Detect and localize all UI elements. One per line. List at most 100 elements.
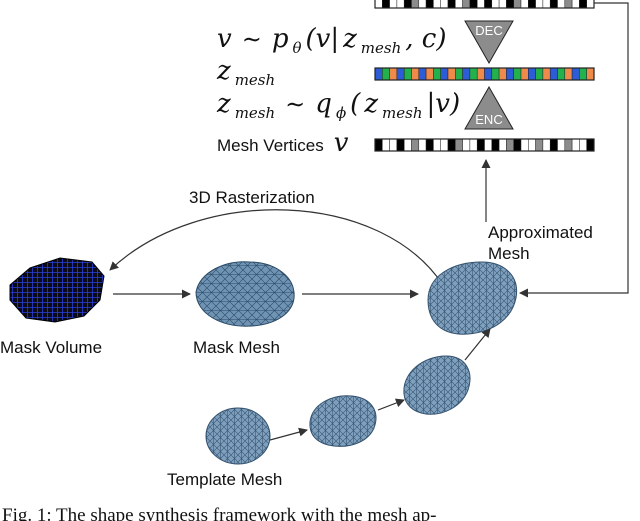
vertex-bar-cell xyxy=(433,138,441,152)
top-bar-cell xyxy=(403,0,412,9)
vertex-bar-cell xyxy=(520,138,529,152)
top-bar-frame xyxy=(374,0,595,9)
latent-bar-cell xyxy=(403,67,412,81)
latent-bar-cell xyxy=(586,67,595,81)
vertex-bar-cell xyxy=(455,138,463,152)
latent-bar-cell xyxy=(491,67,500,81)
latent-bar-cell xyxy=(506,67,514,81)
vertex-bar-cell xyxy=(440,138,449,152)
template-mesh-icon xyxy=(205,407,271,465)
top-bar-cell xyxy=(579,0,587,9)
latent-bar-cell xyxy=(389,67,398,81)
vertex-bar-cell xyxy=(586,138,595,152)
latent-bar-cell xyxy=(462,67,471,81)
deform-arrow-1 xyxy=(269,427,308,441)
dec-label: DEC xyxy=(475,23,502,38)
latent-bar-cell xyxy=(418,67,427,81)
vertex-bar-cell xyxy=(491,138,500,152)
latent-bar-cell xyxy=(440,67,449,81)
enc-label: ENC xyxy=(475,112,502,127)
top-bar-cell xyxy=(396,0,405,9)
latent-bar-cell xyxy=(535,67,544,81)
latent-bar-cell xyxy=(425,67,434,81)
vertex-bar-cell xyxy=(535,138,544,152)
top-bar-cell xyxy=(440,0,449,9)
latent-bar-cell xyxy=(447,67,456,81)
encoder-block: ENC xyxy=(464,85,514,130)
vertex-bar-cell xyxy=(528,138,536,152)
top-bar-cell xyxy=(549,0,558,9)
mask-mesh-icon xyxy=(195,261,295,327)
feedback-arrow xyxy=(519,2,629,298)
latent-bar-cell xyxy=(520,67,529,81)
latent-bar-cell xyxy=(411,67,420,81)
top-bar-cell xyxy=(586,0,595,9)
vertex-bar-cell xyxy=(396,138,405,152)
top-bar-cell xyxy=(476,0,485,9)
vertex-bar-cell xyxy=(447,138,456,152)
vertex-bar-cell xyxy=(506,138,514,152)
vertex-bar-cell xyxy=(411,138,420,152)
vertex-bar-cell xyxy=(425,138,434,152)
top-bar-cell xyxy=(491,0,500,9)
vertex-bar-cell xyxy=(476,138,485,152)
vertex-bar-cell xyxy=(484,138,493,152)
vertex-bar-cell xyxy=(513,138,522,152)
latent-bar-cell xyxy=(484,67,493,81)
vertex-bar-cell xyxy=(403,138,412,152)
top-bar-cell xyxy=(535,0,544,9)
top-bar-cell xyxy=(433,0,441,9)
top-bar-cell xyxy=(498,0,507,9)
vertex-bar-cell xyxy=(462,138,471,152)
top-bar-cell xyxy=(374,0,383,9)
latent-bar-frame xyxy=(374,67,595,81)
latent-code-bar xyxy=(374,67,595,81)
latent-bar-cell xyxy=(542,67,551,81)
latent-bar-cell xyxy=(433,67,441,81)
rasterization-label: 3D Rasterization xyxy=(189,188,315,207)
top-bar-cell xyxy=(411,0,420,9)
latent-bar-cell xyxy=(571,67,580,81)
latent-label: z mesh xyxy=(216,56,275,89)
top-bar-cell xyxy=(455,0,463,9)
vertex-bar-cell xyxy=(549,138,558,152)
vertex-bar-cell xyxy=(542,138,551,152)
top-bar-cell xyxy=(469,0,478,9)
latent-bar-cell xyxy=(396,67,405,81)
top-bar-cell xyxy=(382,0,390,9)
vertex-bar-cell xyxy=(418,138,427,152)
top-bar-cell xyxy=(425,0,434,9)
top-bar-cell xyxy=(542,0,551,9)
top-bar-cell xyxy=(513,0,522,9)
approximated-mesh-icon xyxy=(427,261,518,335)
decoded-vertices-bar xyxy=(374,0,595,9)
latent-bar-cell xyxy=(549,67,558,81)
top-bar-cell xyxy=(484,0,493,9)
deform-arrow-3 xyxy=(464,328,491,361)
latent-bar-cell xyxy=(469,67,478,81)
latent-bar-cell xyxy=(557,67,566,81)
vertex-bar-frame xyxy=(374,138,595,152)
latent-bar-cell xyxy=(374,67,383,81)
latent-bar-cell xyxy=(382,67,390,81)
top-bar-cell xyxy=(447,0,456,9)
vertex-bar-cell xyxy=(382,138,390,152)
latent-bar-cell xyxy=(455,67,463,81)
template-mesh-label: Template Mesh xyxy=(167,470,282,489)
top-bar-cell xyxy=(557,0,566,9)
mesh-vertices-bar xyxy=(374,138,595,152)
top-bar-cell xyxy=(571,0,580,9)
top-bar-cell xyxy=(506,0,514,9)
mesh-vertices-label: Mesh Vertices v xyxy=(217,128,349,158)
vertex-bar-cell xyxy=(374,138,383,152)
deformed-mesh-2-icon xyxy=(403,355,471,415)
top-bar-cell xyxy=(528,0,536,9)
top-bar-cell xyxy=(520,0,529,9)
figure-caption: Fig. 1: The shape synthesis framework wi… xyxy=(2,505,436,521)
deformed-mesh-1-icon xyxy=(309,395,377,447)
mask-volume-label: Mask Volume xyxy=(0,338,102,357)
top-bar-cell xyxy=(418,0,427,9)
encoder-equation: z mesh ∼ q ϕ ( z mesh |v) xyxy=(216,89,460,122)
vertex-bar-cell xyxy=(557,138,566,152)
